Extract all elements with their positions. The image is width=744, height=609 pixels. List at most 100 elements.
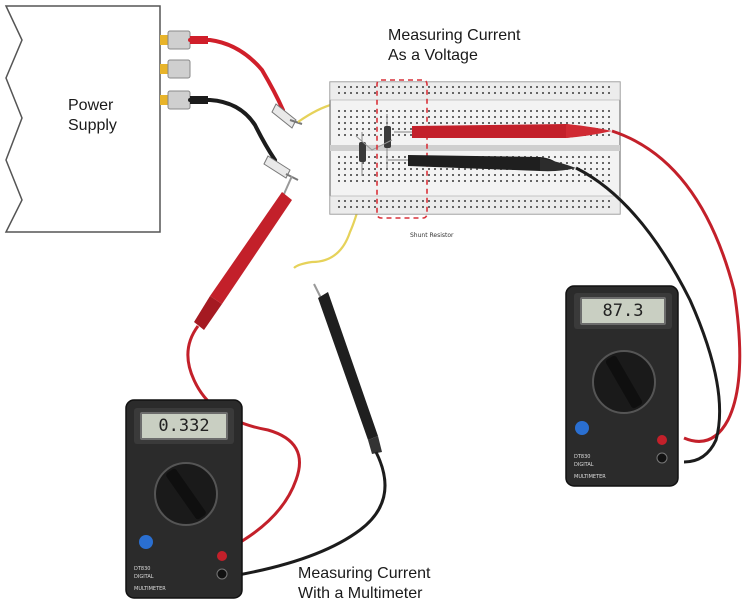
breadboard-hole	[524, 110, 526, 112]
breadboard-hole	[602, 168, 604, 170]
breadboard-hole	[368, 92, 370, 94]
breadboard-hole	[416, 168, 418, 170]
breadboard-hole	[374, 134, 376, 136]
breadboard-hole	[386, 200, 388, 202]
breadboard-hole	[440, 86, 442, 88]
breadboard-hole	[494, 200, 496, 202]
breadboard-hole	[542, 200, 544, 202]
breadboard-hole	[404, 180, 406, 182]
breadboard-hole	[572, 110, 574, 112]
breadboard-hole	[350, 206, 352, 208]
breadboard-hole	[356, 180, 358, 182]
breadboard-hole	[386, 180, 388, 182]
breadboard-hole	[554, 86, 556, 88]
breadboard-hole	[536, 92, 538, 94]
breadboard-hole	[560, 110, 562, 112]
breadboard-hole	[410, 134, 412, 136]
black-alligator-clip	[264, 156, 298, 180]
breadboard-hole	[362, 86, 364, 88]
voltage-method-title: Measuring Current As a Voltage	[388, 26, 521, 66]
breadboard-hole	[440, 110, 442, 112]
breadboard-hole	[428, 92, 430, 94]
breadboard-hole	[542, 180, 544, 182]
breadboard-hole	[566, 200, 568, 202]
breadboard-hole	[446, 110, 448, 112]
breadboard-hole	[380, 180, 382, 182]
breadboard-hole	[434, 122, 436, 124]
breadboard-hole	[590, 86, 592, 88]
breadboard-hole	[506, 110, 508, 112]
breadboard-hole	[338, 200, 340, 202]
breadboard-hole	[380, 110, 382, 112]
breadboard-hole	[380, 162, 382, 164]
breadboard-hole	[362, 200, 364, 202]
breadboard-hole	[356, 168, 358, 170]
breadboard-hole	[488, 116, 490, 118]
breadboard-hole	[356, 86, 358, 88]
breadboard-hole	[560, 180, 562, 182]
breadboard-hole	[428, 174, 430, 176]
breadboard-hole	[344, 180, 346, 182]
breadboard-hole	[344, 110, 346, 112]
breadboard-hole	[404, 168, 406, 170]
breadboard-hole	[380, 128, 382, 130]
breadboard-hole	[494, 206, 496, 208]
breadboard-hole	[464, 110, 466, 112]
breadboard-hole	[596, 156, 598, 158]
breadboard-hole	[524, 116, 526, 118]
power-supply-label-line2: Supply	[68, 116, 117, 136]
right-meter-display: 87.3	[580, 297, 666, 325]
breadboard-hole	[344, 116, 346, 118]
breadboard-hole	[398, 86, 400, 88]
breadboard-hole	[578, 110, 580, 112]
breadboard-hole	[530, 174, 532, 176]
breadboard-hole	[416, 116, 418, 118]
breadboard-hole	[452, 86, 454, 88]
breadboard-hole	[518, 200, 520, 202]
breadboard-hole	[422, 206, 424, 208]
breadboard-hole	[434, 180, 436, 182]
breadboard-hole	[578, 200, 580, 202]
multimeter-method-title: Measuring Current With a Multimeter	[298, 564, 431, 604]
breadboard-hole	[440, 116, 442, 118]
breadboard-hole	[602, 206, 604, 208]
breadboard-hole	[362, 92, 364, 94]
breadboard-hole	[578, 174, 580, 176]
breadboard-hole	[596, 174, 598, 176]
breadboard-hole	[458, 110, 460, 112]
breadboard-hole	[488, 86, 490, 88]
breadboard-hole	[362, 122, 364, 124]
breadboard-hole	[488, 174, 490, 176]
breadboard-hole	[524, 174, 526, 176]
breadboard-hole	[548, 156, 550, 158]
breadboard-hole	[440, 174, 442, 176]
breadboard-hole	[338, 134, 340, 136]
breadboard-hole	[392, 180, 394, 182]
breadboard-hole	[518, 180, 520, 182]
breadboard-hole	[596, 168, 598, 170]
breadboard-hole	[596, 200, 598, 202]
breadboard-hole	[386, 86, 388, 88]
breadboard-hole	[584, 92, 586, 94]
breadboard-hole	[458, 122, 460, 124]
breadboard-hole	[590, 180, 592, 182]
voltage-method-title-line2: As a Voltage	[388, 46, 521, 66]
breadboard-hole	[476, 122, 478, 124]
breadboard-hole	[536, 200, 538, 202]
breadboard-hole	[530, 86, 532, 88]
breadboard-hole	[512, 200, 514, 202]
breadboard-hole	[560, 174, 562, 176]
supply-black-wire	[190, 100, 275, 160]
breadboard-hole	[416, 200, 418, 202]
breadboard-hole	[398, 162, 400, 164]
breadboard-hole	[464, 168, 466, 170]
breadboard-hole	[578, 180, 580, 182]
breadboard-hole	[560, 116, 562, 118]
breadboard-hole	[554, 156, 556, 158]
breadboard-hole	[482, 200, 484, 202]
breadboard-hole	[578, 162, 580, 164]
breadboard-hole	[380, 200, 382, 202]
breadboard-hole	[566, 86, 568, 88]
breadboard-hole	[392, 174, 394, 176]
